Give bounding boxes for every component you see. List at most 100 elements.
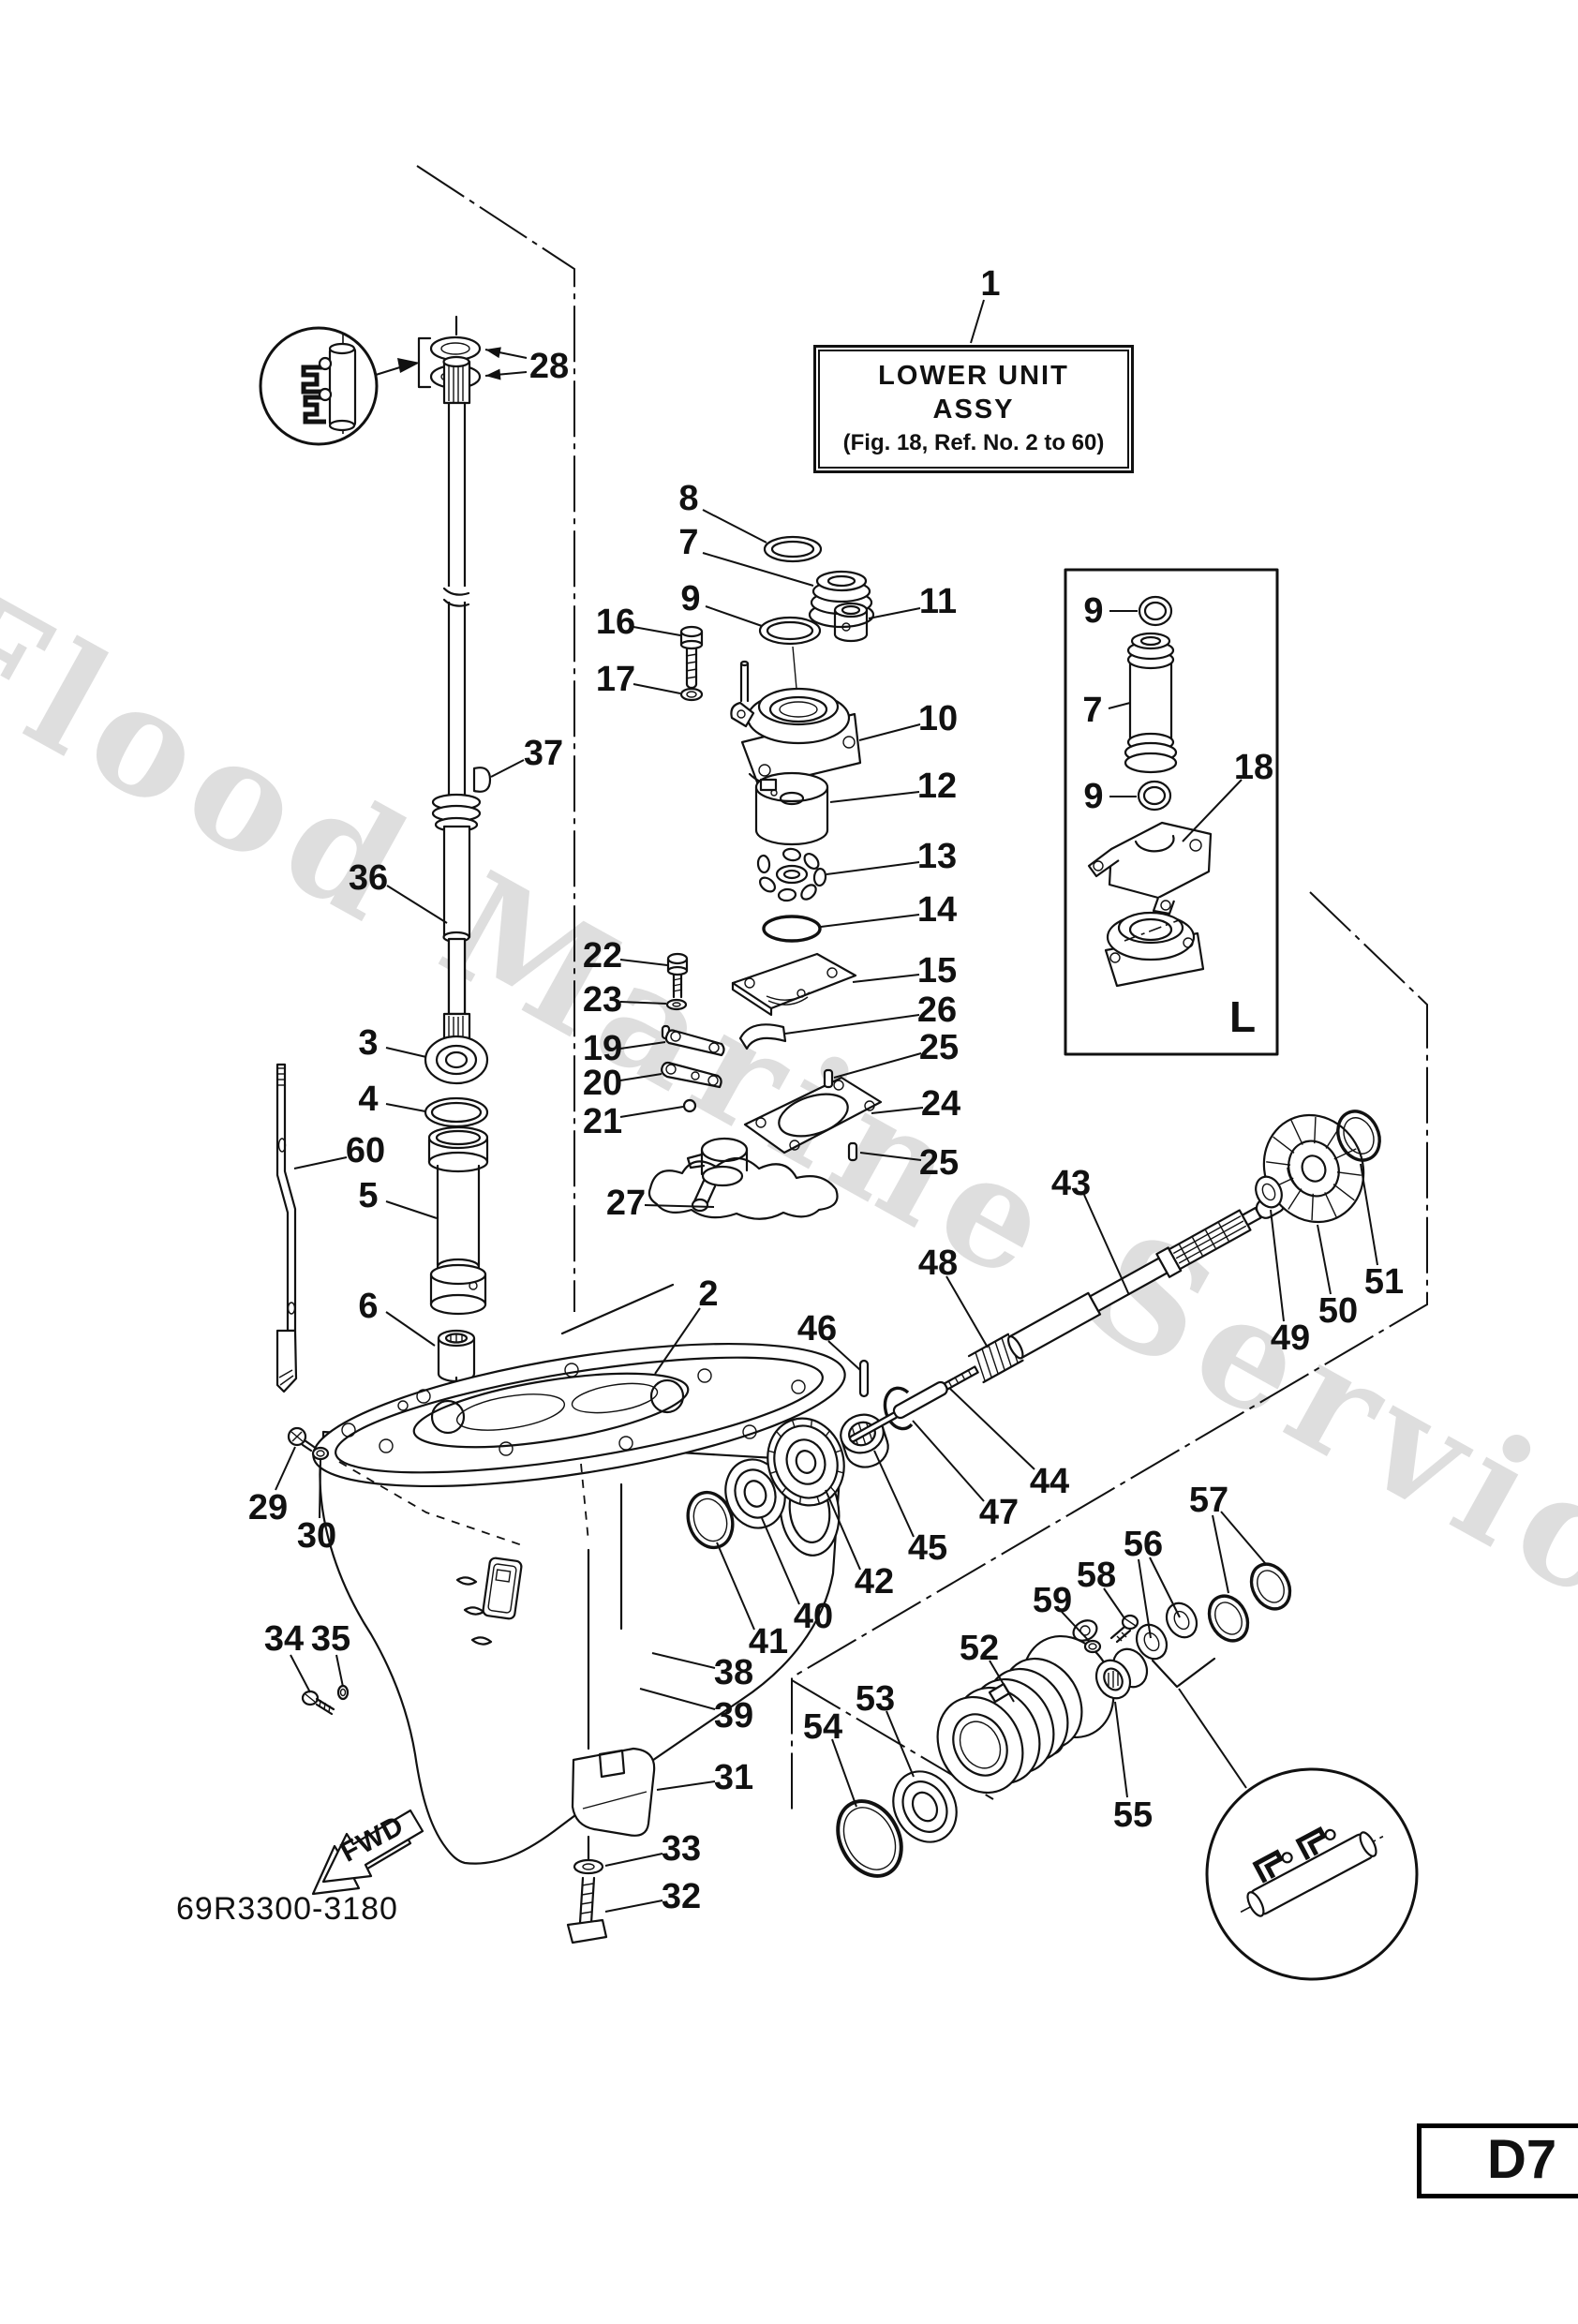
callout-8: 8 xyxy=(678,479,698,518)
callout-55: 55 xyxy=(1113,1795,1153,1835)
shim-4 xyxy=(424,1096,489,1128)
callout-17: 17 xyxy=(596,660,635,699)
variant-box-l xyxy=(1064,568,1279,1056)
dowel-pin-25 xyxy=(847,1141,858,1162)
pump-base-l xyxy=(1104,911,1205,988)
callout-47: 47 xyxy=(979,1493,1019,1532)
callout-1: 1 xyxy=(980,264,1000,304)
callout-35: 35 xyxy=(311,1619,350,1659)
bushing-11 xyxy=(833,602,869,643)
callout-11: 11 xyxy=(919,582,957,621)
callout-4: 4 xyxy=(358,1080,378,1119)
callout-59: 59 xyxy=(1033,1581,1072,1620)
bolt-22 xyxy=(666,952,689,999)
bearing-carrier-group xyxy=(836,1562,1292,1878)
seal-detail-inset-bottom xyxy=(1205,1767,1419,1981)
callout-53: 53 xyxy=(856,1679,895,1719)
washer-59 xyxy=(1083,1639,1102,1654)
pin-46 xyxy=(858,1359,870,1398)
bracket-18 xyxy=(1087,821,1213,916)
washers-56 xyxy=(1135,1601,1198,1661)
washer-49 xyxy=(1255,1175,1283,1209)
o-ring-9-bottom xyxy=(1137,780,1172,812)
trim-tab-31 xyxy=(566,1548,656,1944)
bushing-55 xyxy=(1094,1647,1149,1700)
pump-housing-10 xyxy=(730,660,862,789)
link-20 xyxy=(661,1061,722,1089)
callout-34: 34 xyxy=(264,1619,304,1659)
callout-18: 18 xyxy=(1234,748,1273,787)
bolt-58 xyxy=(1109,1614,1139,1644)
washer-33 xyxy=(573,1858,604,1875)
o-ring-51 xyxy=(1336,1110,1381,1162)
callout-56: 56 xyxy=(1124,1525,1163,1564)
water-pump-stack xyxy=(648,535,883,1220)
prop-shaft-43 xyxy=(849,1193,1286,1443)
callout-39: 39 xyxy=(714,1696,753,1736)
seal-group-bracket xyxy=(1151,1657,1216,1689)
callout-37: 37 xyxy=(524,734,563,773)
damper-26 xyxy=(738,1023,787,1050)
page-code-box: D7 xyxy=(1417,2123,1578,2198)
callout-44: 44 xyxy=(1030,1462,1069,1501)
pump-insert-12 xyxy=(754,771,829,846)
title-box: LOWER UNIT ASSY (Fig. 18, Ref. No. 2 to … xyxy=(813,345,1134,473)
callout-52: 52 xyxy=(960,1629,999,1668)
callout-12: 12 xyxy=(917,767,957,806)
extension-tube-7 xyxy=(1124,632,1178,774)
callout-22: 22 xyxy=(583,936,622,976)
seal-clip-icon xyxy=(1252,1849,1284,1884)
title-line-3: (Fig. 18, Ref. No. 2 to 60) xyxy=(842,430,1105,455)
shift-rod-60 xyxy=(275,1063,298,1393)
callout-54: 54 xyxy=(803,1707,842,1747)
seal-carrier xyxy=(686,1137,749,1213)
callout-28: 28 xyxy=(529,347,569,386)
callout-41: 41 xyxy=(749,1622,788,1661)
callout-9: 9 xyxy=(1083,591,1103,631)
callout-6: 6 xyxy=(358,1287,378,1326)
callout-23: 23 xyxy=(583,980,622,1020)
callout-13: 13 xyxy=(917,837,957,876)
callout-38: 38 xyxy=(714,1653,753,1692)
callout-2: 2 xyxy=(698,1274,718,1314)
bolt-16 xyxy=(679,625,704,690)
bearing-3 xyxy=(424,1035,489,1085)
bearing-carrier-52 xyxy=(936,1619,1115,1795)
plate-24 xyxy=(743,1068,883,1162)
dowel-pin-25 xyxy=(823,1068,834,1089)
woodruff-key-37 xyxy=(472,767,492,793)
callout-45: 45 xyxy=(908,1528,947,1568)
seal-housing-7 xyxy=(808,570,875,629)
callout-31: 31 xyxy=(714,1758,753,1797)
seal-clip-icon xyxy=(303,395,326,425)
callout-20: 20 xyxy=(583,1064,622,1103)
callout-9: 9 xyxy=(680,579,700,618)
impeller-13 xyxy=(756,847,827,902)
callout-25: 25 xyxy=(919,1143,959,1183)
seal-clip-icon xyxy=(301,365,326,395)
o-ring-54 xyxy=(836,1799,903,1878)
o-ring-9-top xyxy=(1138,595,1173,627)
callout-21: 21 xyxy=(583,1102,622,1141)
callout-36: 36 xyxy=(349,858,388,898)
callout-33: 33 xyxy=(662,1829,701,1869)
callout-25: 25 xyxy=(919,1028,959,1067)
callout-58: 58 xyxy=(1077,1556,1116,1595)
title-box-inner: LOWER UNIT ASSY (Fig. 18, Ref. No. 2 to … xyxy=(818,350,1129,469)
callout-5: 5 xyxy=(358,1176,378,1215)
callout-7: 7 xyxy=(1082,691,1102,730)
callout-40: 40 xyxy=(794,1597,833,1636)
driveshaft-sleeve-5 xyxy=(427,1125,489,1316)
page-code: D7 xyxy=(1487,2129,1557,2190)
bolt-32 xyxy=(566,1876,608,1944)
title-line-1: LOWER UNIT xyxy=(878,361,1069,391)
seal-detail-inset-top xyxy=(259,326,420,446)
bearing-53 xyxy=(892,1770,958,1843)
callout-49: 49 xyxy=(1271,1318,1310,1358)
title-line-2: ASSY xyxy=(932,395,1015,425)
callout-29: 29 xyxy=(248,1488,288,1527)
variant-label-l: L xyxy=(1229,992,1257,1041)
seal-clip-icon xyxy=(1295,1825,1327,1861)
